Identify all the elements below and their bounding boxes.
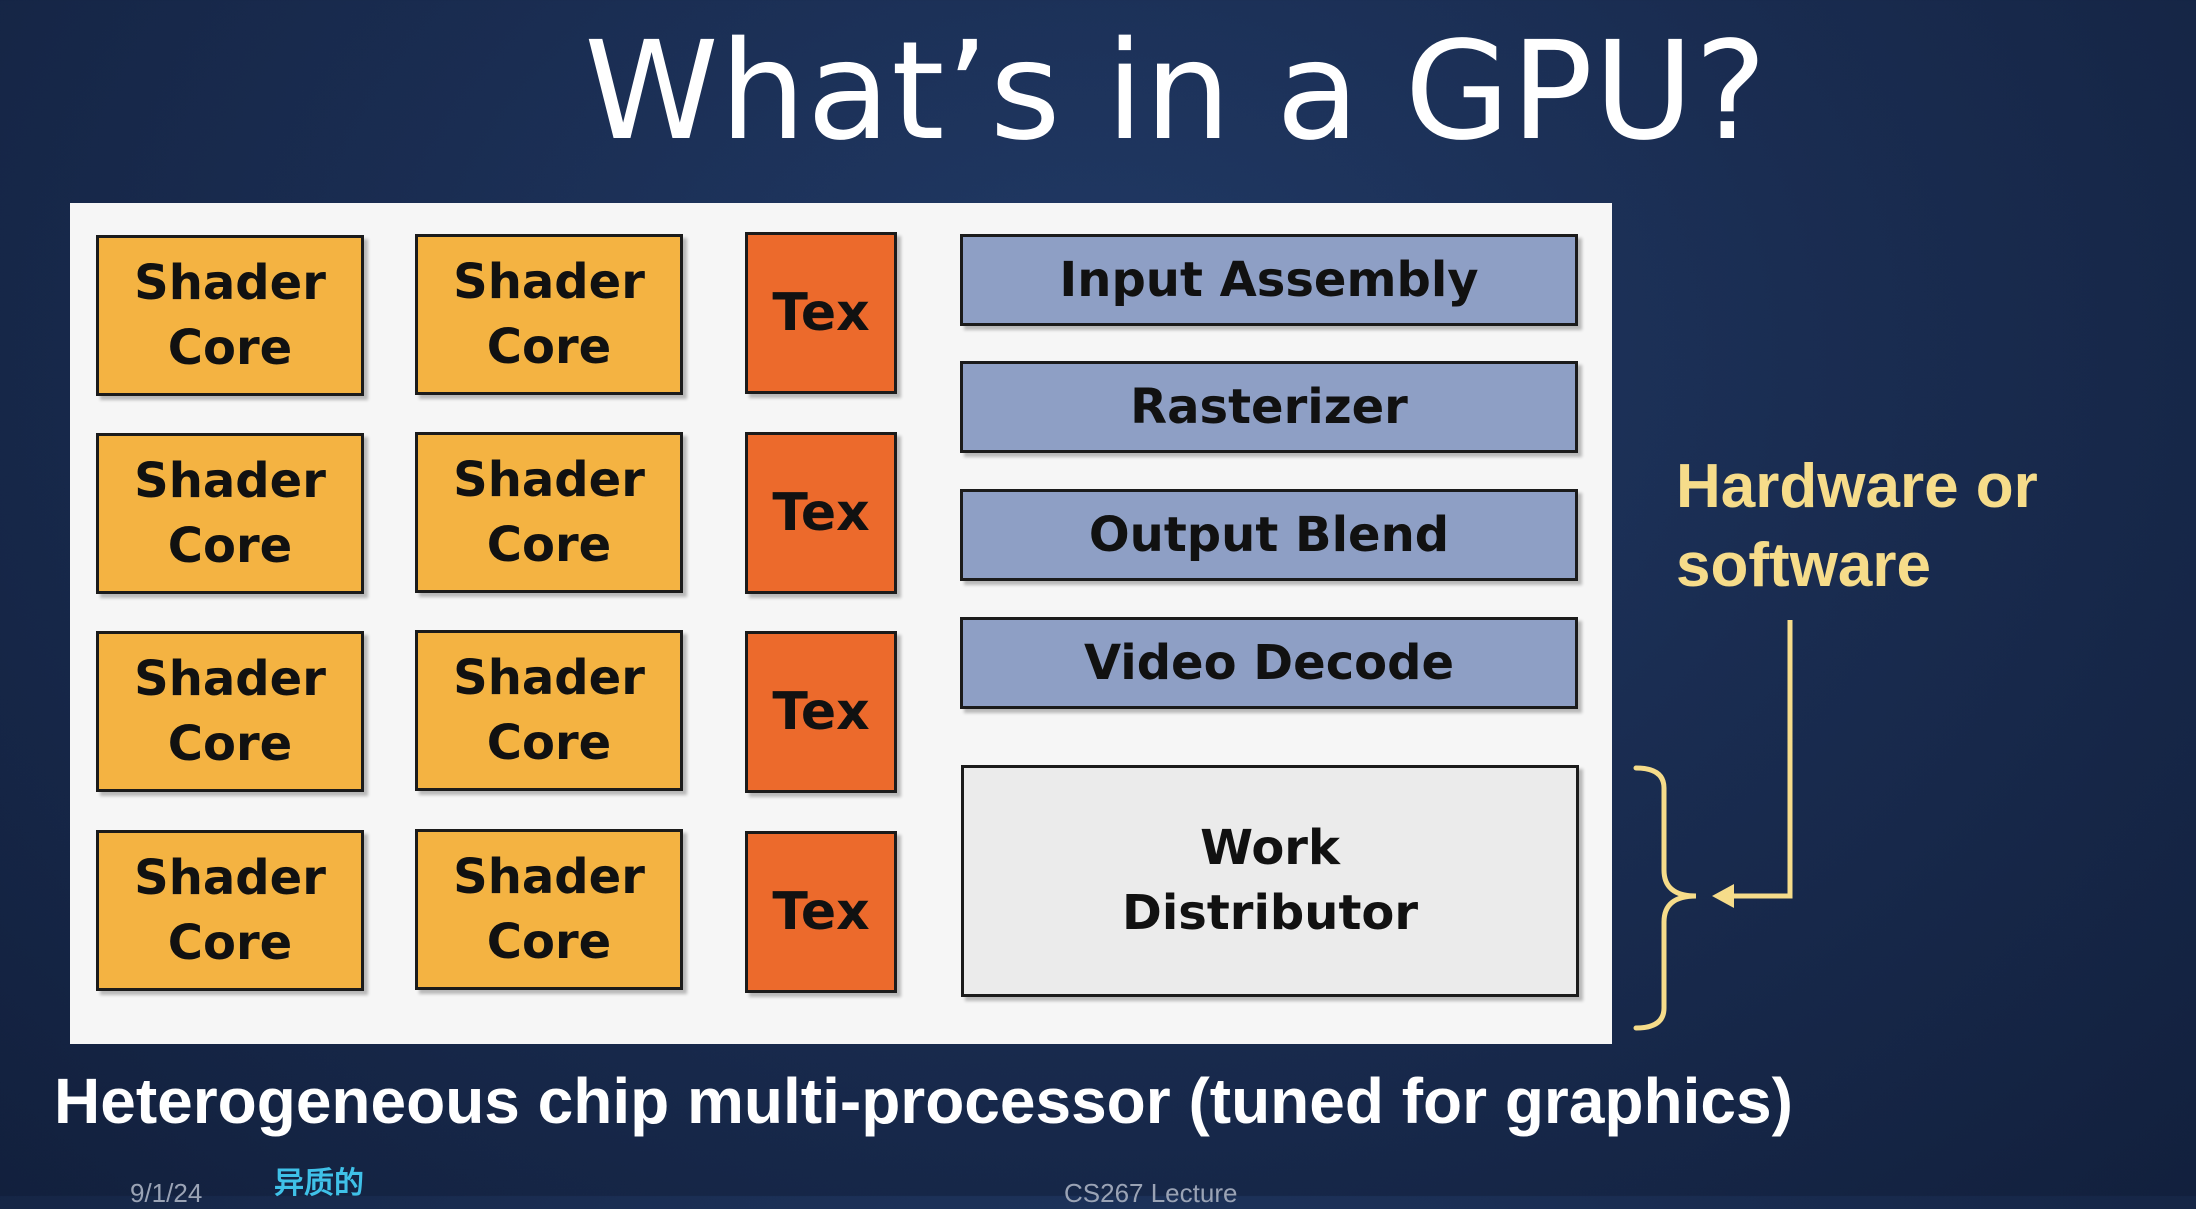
video-decode-unit: Video Decode xyxy=(960,617,1578,709)
shader-core-label-line2: Core xyxy=(486,714,612,771)
footer-date: 9/1/24 xyxy=(130,1178,203,1208)
side-label-line2: software xyxy=(1676,530,1931,600)
tex-unit: Tex xyxy=(745,831,897,993)
shader-core-label-line2: Core xyxy=(167,517,293,574)
shader-core-label-line1: Shader xyxy=(453,253,645,310)
curly-brace xyxy=(1633,765,1697,1031)
shader-core-label-line1: Shader xyxy=(453,848,645,905)
tex-label: Tex xyxy=(772,283,870,343)
output-blend-unit: Output Blend xyxy=(960,489,1578,581)
footer-course: CS267 Lecture xyxy=(1064,1178,1238,1208)
shader-core-label-line2: Core xyxy=(167,715,293,772)
work-distributor-line1: Work xyxy=(1200,820,1340,877)
tex-label: Tex xyxy=(772,682,870,742)
work-distributor: Work Distributor xyxy=(961,765,1579,997)
rasterizer-unit: Rasterizer xyxy=(960,361,1578,453)
caption: Heterogeneous chip multi-processor (tune… xyxy=(54,1065,1793,1137)
tex-unit: Tex xyxy=(745,631,897,793)
shader-core-label-line1: Shader xyxy=(134,254,326,311)
connector-line xyxy=(1730,620,1793,899)
shader-core-label-line1: Shader xyxy=(134,650,326,707)
shader-core-label-line1: Shader xyxy=(453,451,645,508)
shader-core-label-line1: Shader xyxy=(134,849,326,906)
shader-core-label-line2: Core xyxy=(167,914,293,971)
tex-label: Tex xyxy=(772,882,870,942)
shader-core-label-line1: Shader xyxy=(453,649,645,706)
shader-core-label-line2: Core xyxy=(486,516,612,573)
shader-core-label-line2: Core xyxy=(486,318,612,375)
input-assembly-unit: Input Assembly xyxy=(960,234,1578,326)
side-label-line1: Hardware or xyxy=(1676,452,2038,521)
work-distributor-line2: Distributor xyxy=(1121,885,1419,941)
handwritten-annotation: 异质的 xyxy=(274,1166,364,1201)
shader-core-label-line2: Core xyxy=(486,913,612,970)
arrow-head-icon xyxy=(1712,884,1734,908)
shader-core-label-line2: Core xyxy=(167,319,293,376)
tex-unit: Tex xyxy=(745,432,897,594)
tex-label: Tex xyxy=(772,483,870,543)
hardware-or-software-label: Hardware or software xyxy=(1676,448,2038,605)
shader-core-label-line1: Shader xyxy=(134,452,326,509)
tex-unit: Tex xyxy=(745,232,897,394)
slide-title: What’s in a GPU? xyxy=(584,13,1768,171)
